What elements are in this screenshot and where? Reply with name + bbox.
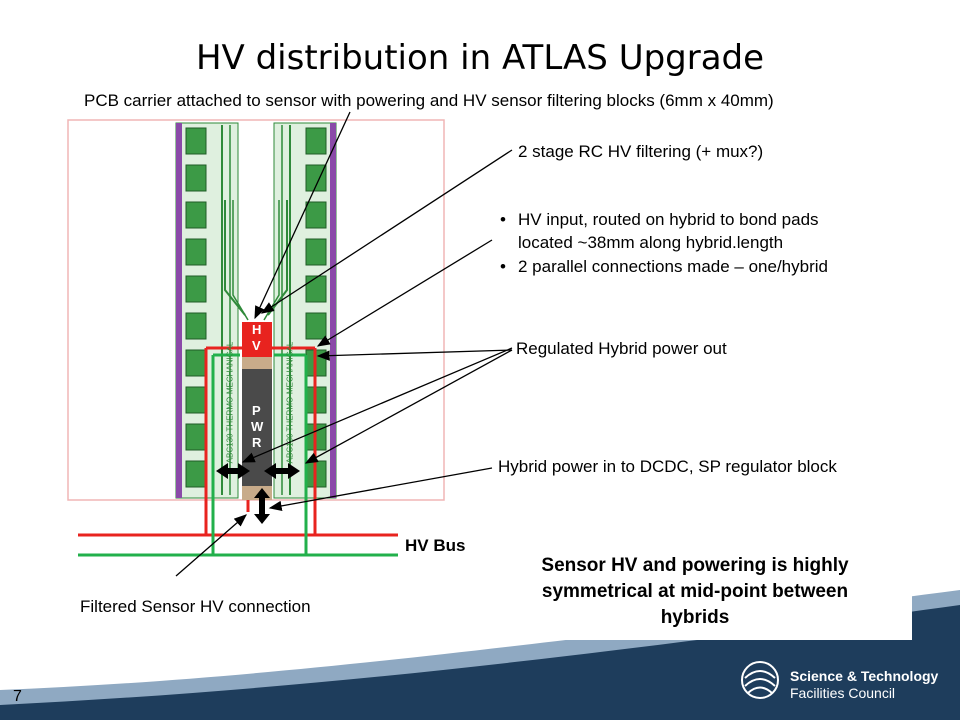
slide-title: HV distribution in ATLAS Upgrade [195, 38, 765, 78]
hv-filter-block [242, 322, 272, 357]
power-green-lines [78, 353, 398, 557]
summary-line-3: hybrids [660, 607, 730, 628]
summary-text: Sensor HV and powering is highly symmetr… [505, 553, 885, 631]
asic-chip [185, 349, 207, 377]
asic-chip [185, 423, 207, 451]
filtered-hv-label: Filtered Sensor HV connection [80, 597, 311, 616]
asic-chip [185, 275, 207, 303]
power-double-arrows [216, 463, 300, 524]
page-number: 7 [13, 688, 22, 705]
hybrid-power-label: Hybrid power in to DCDC, SP regulator bl… [498, 457, 837, 476]
regulated-power-label: Regulated Hybrid power out [516, 339, 727, 358]
asic-chip [185, 201, 207, 229]
summary-line-1: Sensor HV and powering is highly [541, 555, 849, 576]
asic-chip [185, 312, 207, 340]
asic-chip [305, 201, 327, 229]
asic-chip [305, 164, 327, 192]
hv-red-lines [78, 346, 398, 537]
asic-chip [305, 238, 327, 266]
asic-chip [185, 460, 207, 488]
rc-filter-label: 2 stage RC HV filtering (+ mux?) [518, 142, 764, 161]
right-hybrid-label: ABC130 THERMO-MECHANICAL [285, 341, 295, 464]
pwr-block-letter-p: P [252, 403, 261, 418]
pwr-block-letter-r: R [252, 435, 262, 450]
hv-block-letter-v: V [252, 338, 261, 353]
left-hybrid-label: ABC130 THERMO-MECHANICAL [225, 341, 235, 464]
hv-bus-label: HV Bus [405, 536, 466, 555]
parallel-connections-label: 2 parallel connections made – one/hybrid [518, 257, 828, 276]
pcb-carrier-label: PCB carrier attached to sensor with powe… [84, 91, 774, 110]
asic-chip [185, 127, 207, 155]
pwr-block-letter-w: W [251, 419, 264, 434]
stfc-logo-line1: Science & Technology [790, 668, 939, 684]
asic-chip [305, 127, 327, 155]
hv-input-label-line1: HV input, routed on hybrid to bond pads [518, 210, 819, 229]
asic-chip [305, 275, 327, 303]
hv-input-label-line2: located ~38mm along hybrid.length [518, 233, 784, 252]
pwr-block [242, 369, 272, 486]
bullet-hv-input: • [500, 210, 506, 229]
bullet-parallel: • [500, 257, 506, 276]
asic-chip [185, 386, 207, 414]
stfc-logo-line2: Facilities Council [790, 685, 896, 701]
stfc-logo-icon [741, 661, 779, 699]
asic-chip [185, 164, 207, 192]
callout-arrows [175, 111, 513, 577]
asic-chip [185, 238, 207, 266]
summary-box [500, 545, 912, 640]
summary-line-2: symmetrical at mid-point between [541, 581, 849, 602]
asic-chip [305, 312, 327, 340]
hv-block-letter-h: H [252, 322, 262, 337]
